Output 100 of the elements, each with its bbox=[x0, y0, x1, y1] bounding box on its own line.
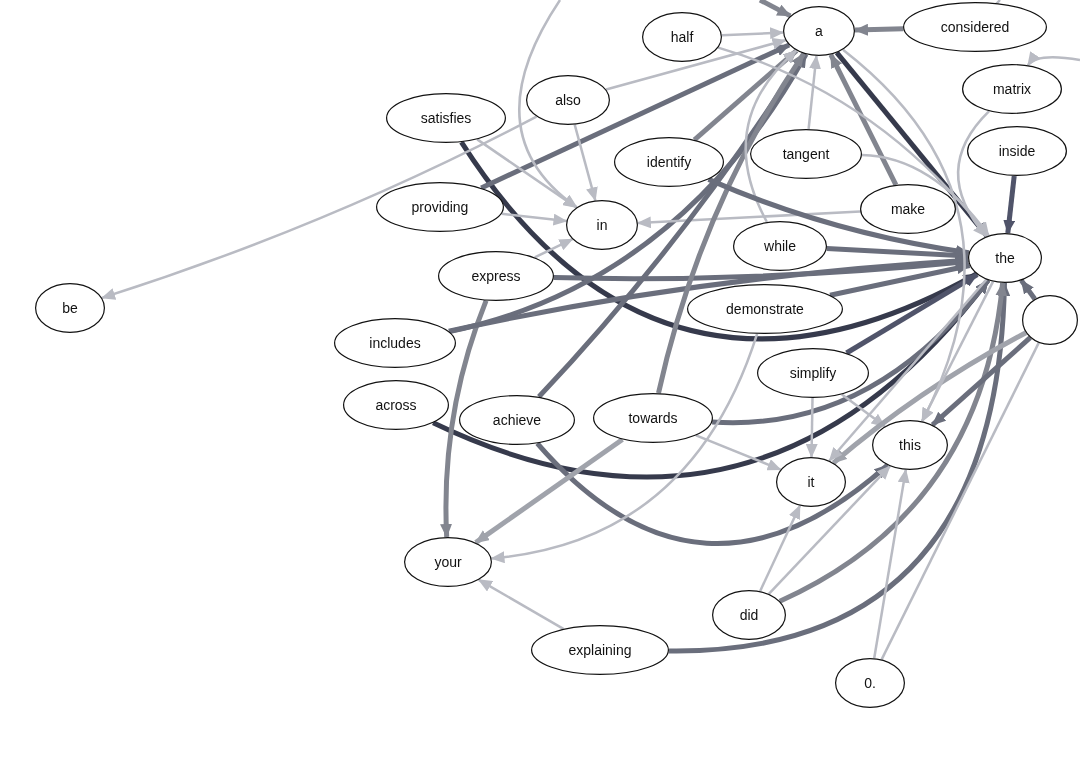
word-node bbox=[962, 64, 1062, 114]
word-node bbox=[386, 93, 506, 143]
arrow bbox=[758, 0, 792, 19]
node-label: towards bbox=[628, 410, 678, 426]
word-node bbox=[438, 251, 554, 301]
arrow bbox=[807, 54, 821, 130]
node-label: the bbox=[995, 250, 1015, 266]
arrow bbox=[1003, 175, 1017, 235]
node-label: this bbox=[899, 437, 921, 453]
arrow bbox=[930, 335, 1032, 427]
word-node bbox=[968, 233, 1042, 283]
word-node bbox=[343, 380, 449, 430]
node-label: also bbox=[555, 92, 581, 108]
node-label: a bbox=[815, 23, 823, 39]
arrow bbox=[831, 330, 1028, 465]
node-label: while bbox=[764, 238, 796, 254]
arrow bbox=[692, 48, 799, 142]
word-node bbox=[687, 284, 843, 334]
arrow bbox=[1026, 51, 1080, 67]
word-node bbox=[860, 184, 956, 234]
arrow bbox=[605, 37, 787, 91]
arrow bbox=[668, 282, 1010, 654]
node-label: considered bbox=[940, 19, 1010, 35]
word-node bbox=[903, 2, 1047, 52]
node-label: simplify bbox=[789, 365, 837, 381]
arrow bbox=[828, 278, 988, 462]
word-node bbox=[404, 537, 492, 587]
node-label: half bbox=[670, 29, 694, 45]
node-label: did bbox=[739, 607, 759, 623]
word-node bbox=[566, 200, 638, 250]
node-label: express bbox=[471, 268, 521, 284]
word-node bbox=[776, 457, 846, 507]
word-node bbox=[531, 625, 669, 675]
arrow bbox=[695, 434, 782, 471]
node-label: tangent bbox=[782, 146, 830, 162]
arrow bbox=[477, 578, 565, 630]
arrow bbox=[707, 177, 970, 257]
arrow bbox=[656, 52, 806, 394]
arrow bbox=[768, 465, 891, 595]
word-node bbox=[750, 129, 862, 179]
word-node bbox=[967, 126, 1067, 176]
node-label: identify bbox=[646, 154, 692, 170]
arrow bbox=[101, 115, 538, 300]
arrow bbox=[829, 262, 971, 298]
arrow bbox=[744, 49, 798, 223]
arrow bbox=[1019, 278, 1037, 301]
arrow bbox=[573, 124, 598, 202]
arrow bbox=[518, 0, 578, 209]
word-node bbox=[376, 182, 504, 232]
node-label: explaining bbox=[568, 642, 632, 658]
arrow bbox=[480, 42, 791, 191]
arrow bbox=[440, 299, 489, 538]
arrow bbox=[535, 441, 890, 546]
arrow bbox=[872, 468, 910, 659]
arrow bbox=[778, 281, 1007, 604]
arrow bbox=[805, 397, 818, 458]
node-label: achieve bbox=[492, 412, 542, 428]
node-label: demonstrate bbox=[726, 301, 804, 317]
arrow bbox=[490, 333, 759, 563]
node-label: matrix bbox=[992, 81, 1032, 97]
word-node bbox=[757, 348, 869, 398]
node-label: satisfies bbox=[420, 110, 472, 126]
arrow bbox=[717, 46, 989, 237]
node-label: make bbox=[890, 201, 926, 217]
word-node bbox=[872, 420, 948, 470]
arrow bbox=[861, 153, 990, 237]
node-label: across bbox=[375, 397, 417, 413]
empty-node bbox=[1022, 295, 1078, 345]
word-node bbox=[642, 12, 722, 62]
word-node bbox=[459, 395, 575, 445]
arrow bbox=[476, 138, 578, 209]
word-node bbox=[614, 137, 724, 187]
arrow bbox=[828, 53, 899, 186]
arrow bbox=[712, 278, 991, 426]
node-label: be bbox=[62, 300, 78, 316]
word-node bbox=[334, 318, 456, 368]
arrow bbox=[841, 393, 886, 428]
word-node bbox=[35, 283, 105, 333]
node-label: your bbox=[434, 554, 462, 570]
word-node bbox=[593, 393, 713, 443]
node-label: providing bbox=[411, 199, 469, 215]
arrow bbox=[854, 23, 904, 36]
arrow bbox=[537, 52, 807, 399]
node-label: 0. bbox=[864, 675, 876, 691]
arrow bbox=[956, 110, 990, 238]
word-node bbox=[835, 658, 905, 708]
node-label: includes bbox=[369, 335, 421, 351]
word-node bbox=[733, 221, 827, 271]
node-label: in bbox=[596, 217, 608, 233]
node-label: inside bbox=[998, 143, 1036, 159]
node-label: it bbox=[807, 474, 815, 490]
arrow bbox=[474, 437, 624, 545]
arrow bbox=[758, 504, 802, 592]
word-node bbox=[712, 590, 786, 640]
word-node bbox=[783, 6, 855, 56]
arrow bbox=[501, 212, 568, 226]
word-node bbox=[526, 75, 610, 125]
arrow bbox=[920, 281, 995, 423]
arrow bbox=[842, 48, 966, 423]
arrow bbox=[534, 238, 574, 259]
